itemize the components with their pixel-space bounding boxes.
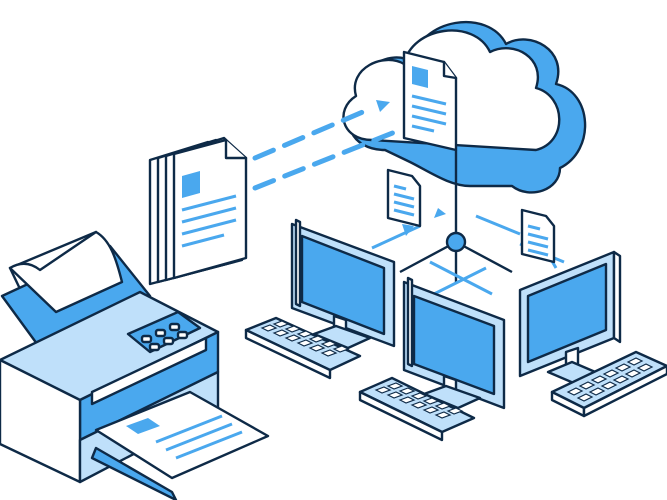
desktop-computer-icon (518, 250, 667, 418)
cloud-document-icon (402, 50, 458, 152)
desktop-computer-icon (244, 218, 396, 380)
transit-document-icon (520, 208, 556, 264)
desktop-computer-icon (358, 276, 506, 442)
document-stack-icon (148, 136, 248, 286)
upload-path-icon (252, 100, 403, 191)
transit-document-icon (386, 168, 422, 228)
network-hub-icon (445, 231, 467, 253)
printer-icon (0, 230, 270, 500)
